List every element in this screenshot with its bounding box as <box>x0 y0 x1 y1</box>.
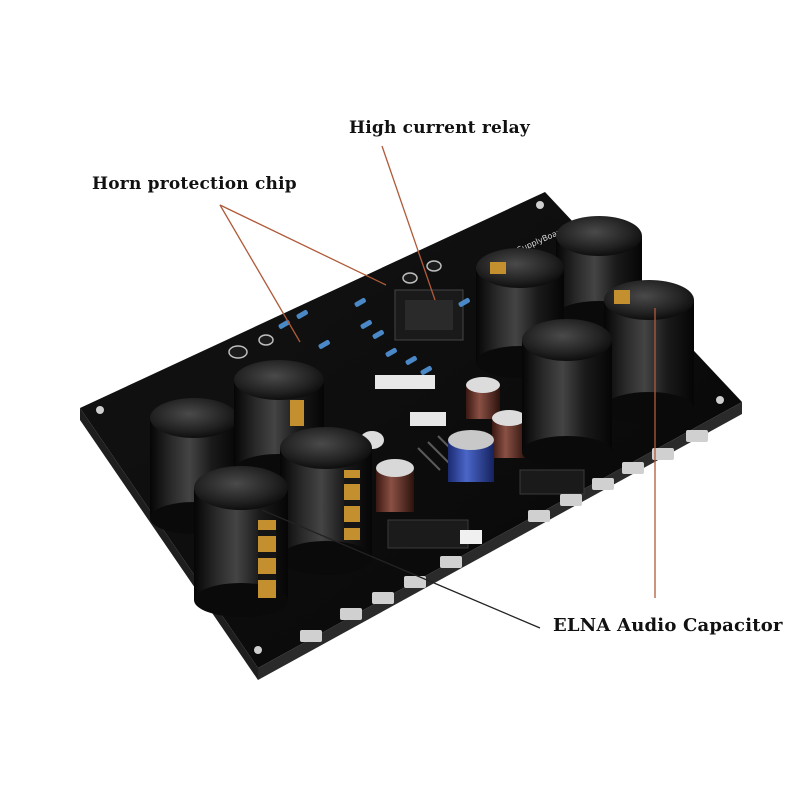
horn-leader-line-2 <box>219 204 387 286</box>
relay-annotation: High current relay <box>349 118 530 138</box>
blue-capacitor <box>448 430 494 482</box>
capacitor-annotation: ELNA Audio Capacitor <box>553 615 783 636</box>
resistors <box>278 297 470 375</box>
center-components <box>375 289 585 549</box>
large-capacitors-left <box>150 360 372 617</box>
large-capacitors-right <box>476 216 694 468</box>
horn-chip-annotation: Horn protection chip <box>92 174 297 194</box>
relay-leader-line <box>381 145 436 301</box>
capacitor-leader-line-left <box>261 509 541 629</box>
horn-leader-line-1 <box>219 204 301 343</box>
leader-lines <box>219 145 656 598</box>
terminal-pads <box>300 430 708 642</box>
brown-capacitors <box>376 377 526 512</box>
